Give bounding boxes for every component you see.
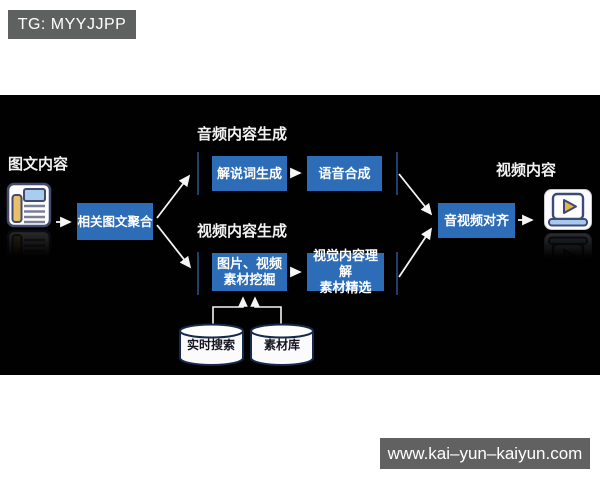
connector-realtime-to-mining [212, 296, 248, 326]
node-tts-label: 语音合成 [318, 165, 371, 181]
watermark-url: www.kai–yun–kaiyun.com [387, 443, 583, 463]
arrow-audio-to-align [398, 173, 433, 216]
node-mining-line1: 图片、视频 [216, 256, 282, 271]
node-align-label: 音视频对齐 [443, 212, 509, 228]
newspaper-icon [6, 182, 52, 228]
watermark-badge: www.kai–yun–kaiyun.com [380, 438, 590, 469]
connector-library-to-mining [250, 296, 282, 326]
video-section-label: 视频内容生成 [197, 223, 288, 240]
tg-badge: TG: MYYJJPP [8, 10, 136, 39]
node-understanding-line1: 视觉内容理解 [312, 248, 378, 279]
laptop-play-icon [543, 188, 593, 231]
node-align: 音视频对齐 [438, 203, 515, 238]
node-understanding-line2: 素材精选 [319, 280, 372, 295]
arrow-split-to-video [156, 224, 192, 269]
node-narration: 解说词生成 [212, 156, 287, 191]
node-understanding: 视觉内容理解 素材精选 [307, 248, 384, 295]
node-tts: 语音合成 [307, 156, 382, 191]
arrow-split-to-audio [156, 174, 191, 219]
node-mining-line2: 素材挖掘 [223, 272, 276, 287]
node-aggregate-label: 相关图文聚合 [77, 214, 153, 229]
newspaper-icon-reflection [6, 229, 52, 275]
input-label: 图文内容 [8, 156, 69, 173]
node-narration-label: 解说词生成 [216, 165, 282, 181]
database-material-library-label: 素材库 [263, 338, 300, 352]
database-realtime-search-label: 实时搜索 [186, 338, 235, 352]
audio-section-label: 音频内容生成 [197, 126, 288, 143]
node-aggregate: 相关图文聚合 [77, 203, 153, 240]
laptop-play-icon-reflection [543, 232, 593, 275]
node-mining: 图片、视频 素材挖掘 [212, 253, 287, 291]
diagram-stage: 图文内容 音频内容生成 视频内容生成 视频内容 相关图文聚合 解说词生成 语音合… [0, 95, 600, 375]
output-label: 视频内容 [495, 162, 556, 179]
arrow-video-to-align [398, 227, 432, 278]
tg-badge-label: TG: MYYJJPP [17, 15, 127, 33]
